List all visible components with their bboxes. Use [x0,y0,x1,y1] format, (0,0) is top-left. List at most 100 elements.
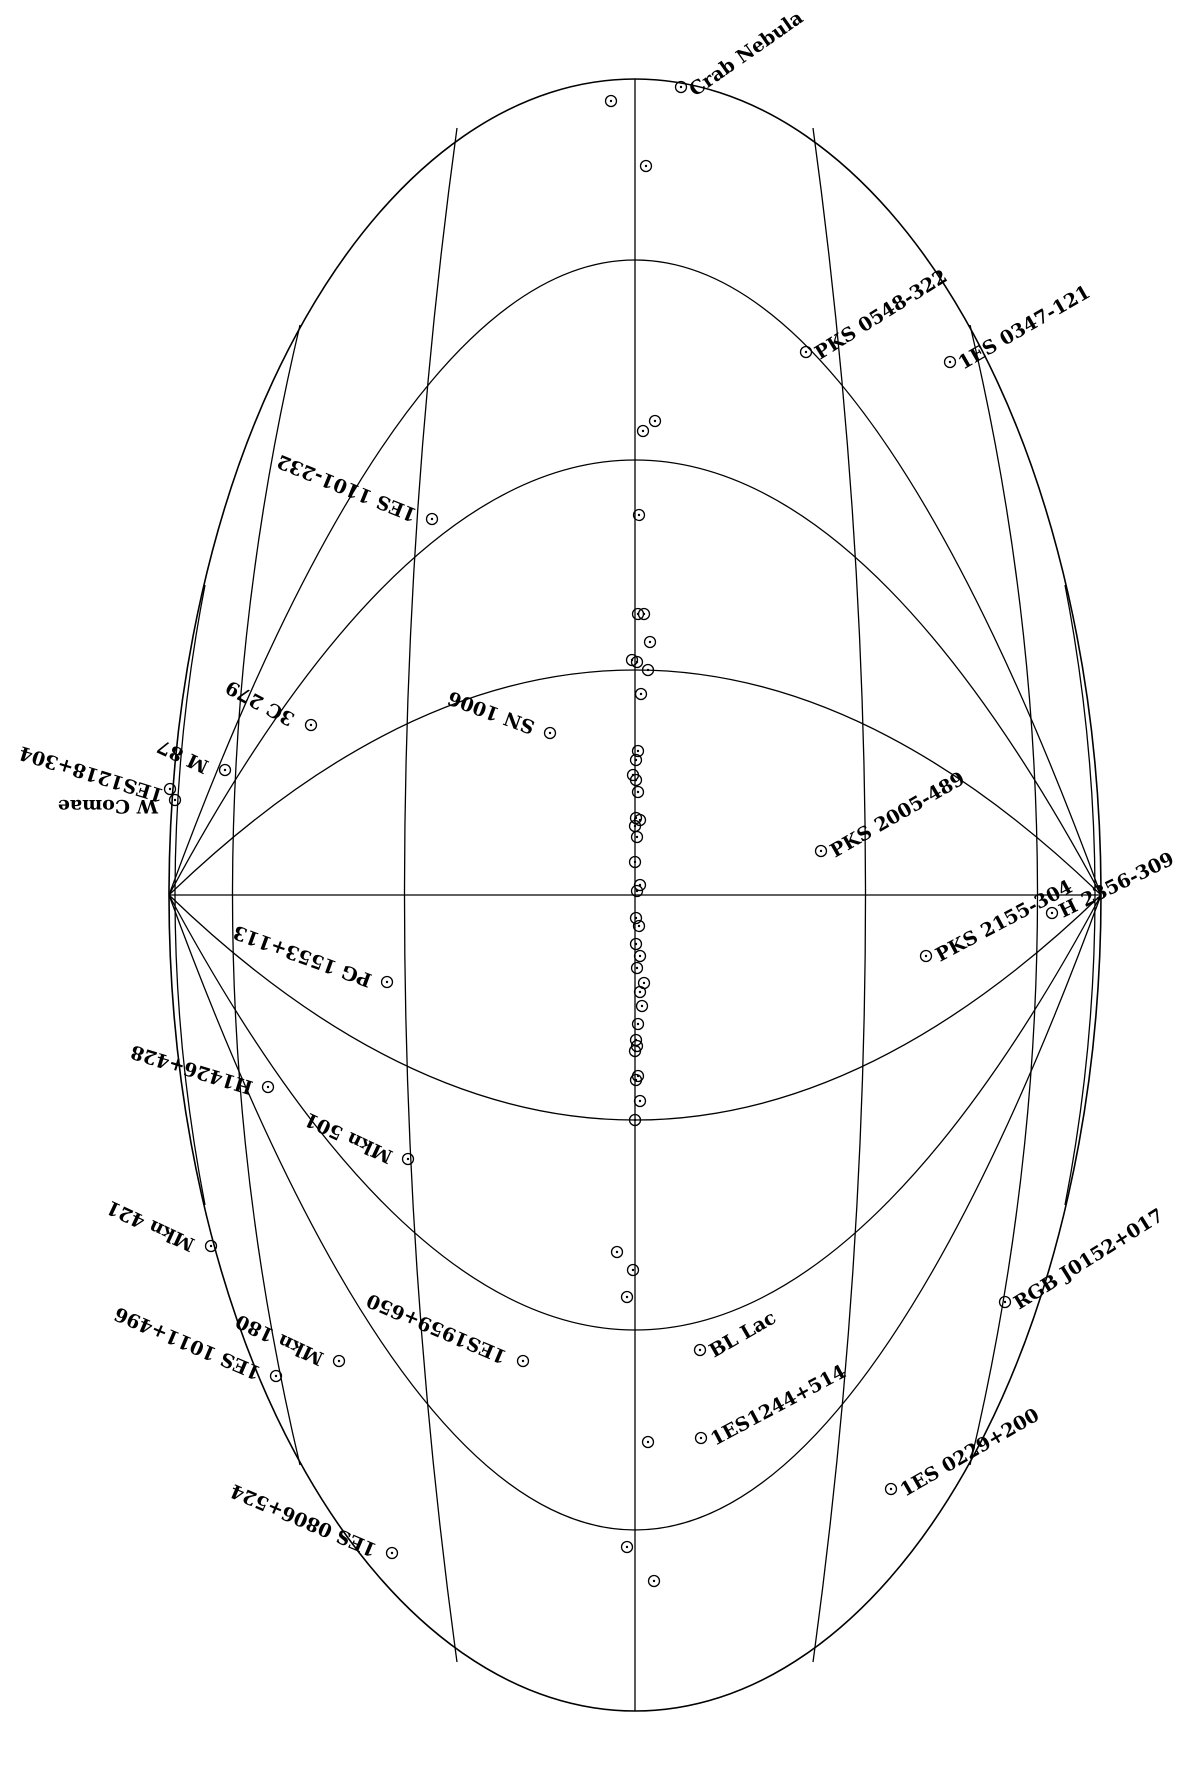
source-marker-center [635,835,639,839]
source-pg1553: PG 1553+113 [230,921,394,991]
source-1es1011: 1ES 1011+496 [111,1302,283,1384]
source-label: Mkn 421 [103,1196,198,1256]
source-marker-center [633,860,637,864]
meridian-right-3 [1064,584,1096,1206]
source-marker [633,985,647,999]
source-marker [620,1290,634,1304]
source-marker [693,1343,707,1357]
latitude-arc-upper-1 [168,669,1102,896]
source-label: Crab Nebula [685,7,807,102]
source-marker-center [635,660,639,664]
source-marker [630,884,644,898]
source-marker [641,663,655,677]
source-marker-center [633,824,637,828]
source-marker [332,1354,346,1368]
source-label: PKS 2005-489 [827,767,969,862]
source-m87: M 87 [154,735,232,777]
source-h1426: H1426+428 [128,1040,275,1098]
source-1es0229: 1ES 0229+200 [884,1404,1044,1501]
source-3c279: 3C 279 [222,676,318,732]
source-marker [631,1017,645,1031]
source-label: PG 1553+113 [230,921,374,991]
source-marker [943,355,957,369]
source-marker [632,919,646,933]
source-marker [637,607,651,621]
source-marker [401,1152,415,1166]
source-marker [543,726,557,740]
latitude-arc-lower-2 [168,894,1102,1331]
source-marker-center [625,1545,629,1549]
meridian-left-2 [231,324,301,1466]
source-marker-center [642,981,646,985]
source-marker [694,1431,708,1445]
source-marker-center [636,749,640,753]
source-marker [163,782,177,796]
source-marker-center [634,1078,638,1082]
source-marker [380,975,394,989]
source-marker-center [634,778,638,782]
source-marker [628,1113,642,1127]
source-marker [647,1574,661,1588]
source-marker-center [609,99,613,103]
source-label: 1ES 0347-121 [955,281,1095,374]
source-label: 1ES 0229+200 [897,1404,1044,1501]
meridian-left-1 [403,127,458,1663]
source-label: 1ES1244+514 [707,1361,850,1451]
source-marker-center [638,954,642,958]
source-marker [643,635,657,649]
source-label: RGB J0152+017 [1010,1204,1168,1314]
source-marker-center [637,513,641,517]
source-marker [304,718,318,732]
source-marker [630,655,644,669]
source-label: 1ES 0806+524 [227,1479,380,1560]
source-label: BL Lac [706,1307,780,1363]
source-marker [674,80,688,94]
source-1es0806: 1ES 0806+524 [227,1479,399,1561]
source-marker [168,793,182,807]
source-marker [633,878,647,892]
source-1es1244: 1ES1244+514 [694,1361,850,1451]
source-marker-center [634,942,638,946]
source-marker-center [648,640,652,644]
source-marker [1045,906,1059,920]
source-label: Mkn 501 [301,1108,396,1168]
source-label: H 2356-309 [1056,848,1178,923]
source-marker [620,1540,634,1554]
source-marker-center [634,916,638,920]
source-marker-center [638,818,642,822]
source-marker-center [615,1250,619,1254]
source-marker-center [636,790,640,794]
source-1es1101: 1ES 1101-232 [274,450,439,526]
source-marker [634,687,648,701]
source-marker [218,763,232,777]
source-marker [630,961,644,975]
source-pks0548: PKS 0548-322 [799,265,951,364]
source-marker [632,508,646,522]
source-marker-center [639,692,643,696]
source-marker [629,911,643,925]
source-marker [385,1546,399,1560]
source-marker-center [640,1004,644,1008]
source-marker-center [637,924,641,928]
source-label: SN 1006 [445,686,538,738]
unlabeled-sources [604,94,662,1588]
source-marker [635,999,649,1013]
source-marker [636,424,650,438]
source-marker [639,159,653,173]
source-label: 1ES1959+650 [363,1289,510,1368]
source-pks2155: PKS 2155-304 [919,876,1076,966]
source-marker-center [636,1022,640,1026]
source-sn1006: SN 1006 [445,686,557,740]
source-marker [269,1369,283,1383]
source-marker [629,753,643,767]
source-marker [919,949,933,963]
source-marker [998,1295,1012,1309]
source-rgbj0152: RGB J0152+017 [998,1204,1168,1314]
meridian-left-3 [174,584,206,1206]
source-marker-center [638,1099,642,1103]
source-marker [631,785,645,799]
source-marker [814,844,828,858]
meridian-right-1 [812,127,867,1663]
source-marker-center [638,990,642,994]
